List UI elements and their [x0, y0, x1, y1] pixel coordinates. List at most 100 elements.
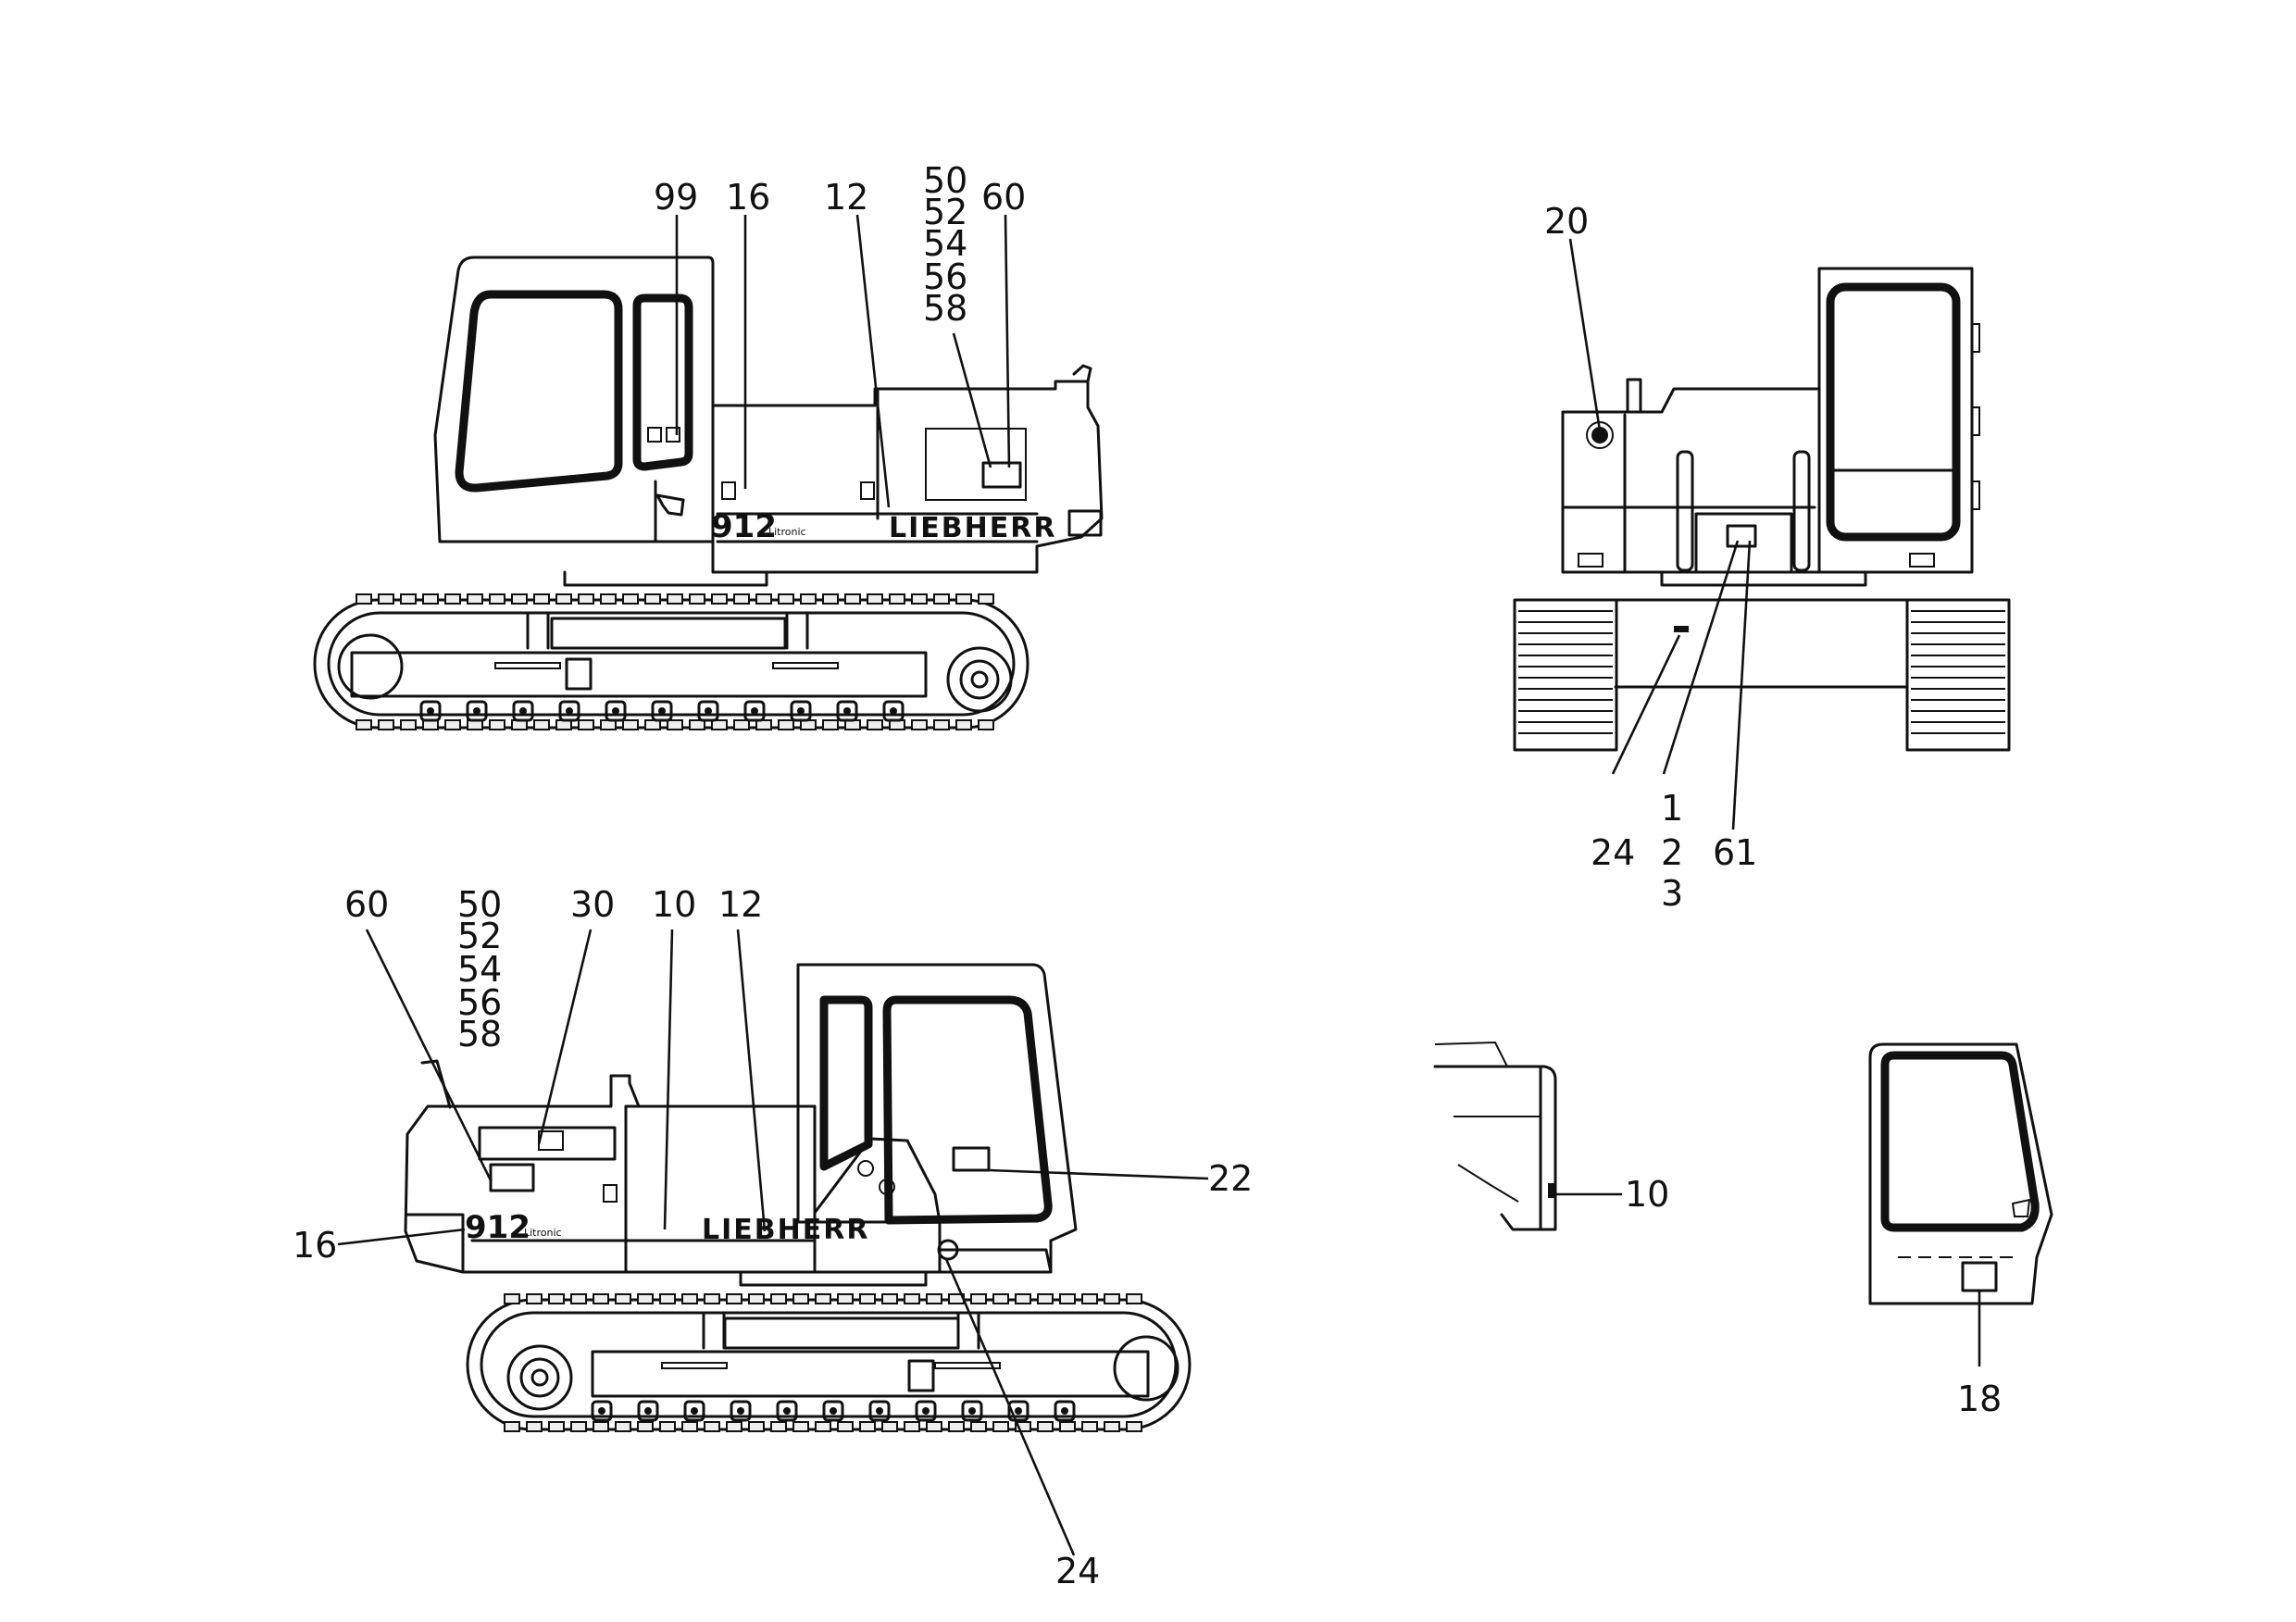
track-link [548, 1293, 565, 1304]
callout-52: 52 [923, 192, 967, 232]
track-link [1015, 1421, 1031, 1432]
track-link [644, 593, 661, 605]
brand-logo-text-right: LIEBHERR [702, 1214, 869, 1246]
track-link [400, 719, 417, 730]
track-link [511, 593, 528, 605]
track-link [904, 1293, 920, 1304]
track-roller-hub [644, 1407, 652, 1415]
track-roller-hub [737, 1407, 744, 1415]
track-roller-hub [922, 1407, 930, 1415]
track-link [792, 1421, 809, 1432]
track-link [881, 1293, 898, 1304]
callout-12-right: 12 [718, 884, 763, 925]
track-link [844, 593, 861, 605]
track-roller [683, 1400, 705, 1422]
track-link [815, 1421, 831, 1432]
track-roller-hub [691, 1407, 698, 1415]
track-link [1126, 1293, 1142, 1304]
track-roller-hub [1015, 1407, 1022, 1415]
track-roller [868, 1400, 891, 1422]
track-roller-hub [612, 707, 619, 715]
cab-door-view: 18 [1868, 1042, 2053, 1419]
track-roller [591, 1400, 613, 1422]
track-link [881, 1421, 898, 1432]
track-roller-hub [473, 707, 480, 715]
track-link [615, 1293, 631, 1304]
track-link [659, 1421, 676, 1432]
left-track-rear [1513, 598, 1618, 752]
track-link [548, 1421, 565, 1432]
callout-99: 99 [654, 177, 698, 218]
track-link [667, 593, 683, 605]
track-link [755, 593, 772, 605]
track-link [504, 1293, 520, 1304]
callout-60-right: 60 [344, 884, 389, 925]
callout-20: 20 [1544, 201, 1589, 242]
track-roller-hub [843, 707, 851, 715]
track-roller [605, 700, 627, 722]
track-link [570, 1293, 587, 1304]
track-link [422, 593, 439, 605]
callout-16: 16 [726, 177, 770, 218]
track-link [600, 593, 617, 605]
model-subtext-right: Litronic [524, 1227, 562, 1239]
detail-view-tank: 10 [1433, 1041, 1669, 1231]
track-link [1015, 1293, 1031, 1304]
callout-50: 50 [923, 160, 967, 201]
track-link [822, 719, 839, 730]
callout-24-right: 24 [1055, 1551, 1100, 1591]
track-link [911, 719, 928, 730]
callout-3: 3 [1661, 873, 1683, 914]
track-roller [915, 1400, 937, 1422]
undercarriage-right [466, 1293, 1192, 1432]
track-link [970, 1421, 987, 1432]
callout-30: 30 [570, 884, 615, 925]
track-link [615, 1421, 631, 1432]
track-link [911, 593, 928, 605]
track-roller-hub [876, 1407, 883, 1415]
track-link [667, 719, 683, 730]
track-roller [822, 1400, 844, 1422]
track-roller [776, 1400, 798, 1422]
track-roller-hub [566, 707, 573, 715]
callout-16-right: 16 [293, 1225, 337, 1266]
track-roller [419, 700, 442, 722]
callout-61: 61 [1713, 832, 1757, 873]
track-link [444, 719, 461, 730]
track-link [755, 719, 772, 730]
track-link [681, 1421, 698, 1432]
track-link [467, 593, 483, 605]
track-roller [836, 700, 858, 722]
track-link [622, 593, 639, 605]
track-roller-hub [890, 707, 897, 715]
track-roller-hub [705, 707, 712, 715]
track-link [1081, 1293, 1098, 1304]
track-link [689, 593, 705, 605]
track-link [867, 719, 883, 730]
track-link [859, 1293, 876, 1304]
track-roller-hub [968, 1407, 976, 1415]
callout-10-detail: 10 [1625, 1174, 1669, 1215]
callout-54: 54 [923, 223, 967, 264]
track-roller [1007, 1400, 1029, 1422]
track-link [378, 719, 394, 730]
track-link [837, 1421, 854, 1432]
track-roller-hub [830, 1407, 837, 1415]
track-roller [512, 700, 534, 722]
track-link [867, 593, 883, 605]
track-roller [697, 700, 719, 722]
track-link [859, 1421, 876, 1432]
track-link [378, 593, 394, 605]
track-link [733, 719, 750, 730]
track-link [1104, 1421, 1120, 1432]
track-link [1126, 1421, 1142, 1432]
track-link [489, 719, 505, 730]
track-link [578, 719, 594, 730]
track-roller [558, 700, 580, 722]
track-link [711, 719, 728, 730]
brand-logo-text: LIEBHERR [889, 512, 1056, 544]
track-link [733, 593, 750, 605]
track-link [933, 719, 950, 730]
callout-56: 56 [923, 256, 967, 297]
